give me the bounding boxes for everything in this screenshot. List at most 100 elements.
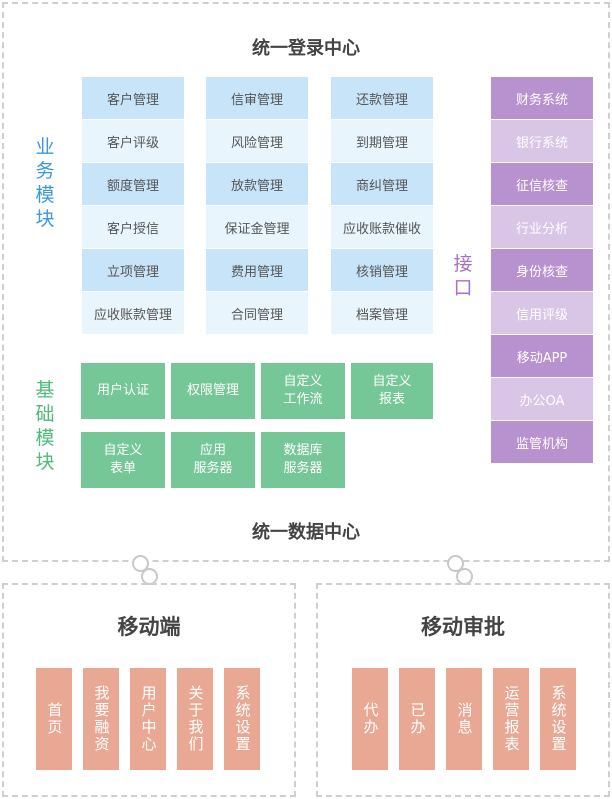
business-module-item-label: 立项管理	[106, 264, 159, 280]
interface-item: 财务系统	[491, 77, 593, 119]
mobile-item: 首页	[36, 668, 72, 770]
business-module-item: 还款管理	[331, 77, 433, 119]
link-icon	[132, 555, 158, 585]
base-module-item-label: 权限管理	[186, 383, 239, 398]
approval-item: 代办	[352, 668, 388, 770]
business-module-item-label: 风险管理	[230, 135, 283, 151]
approval-item-label: 运营报表	[502, 685, 521, 753]
business-module-item: 放款管理	[206, 163, 308, 205]
business-module-item: 商纠管理	[331, 163, 433, 205]
base-module-item: 自定义 表单	[81, 432, 165, 488]
mobile-item-label: 系统设置	[233, 685, 252, 753]
mobile-item-label: 用户中心	[139, 685, 158, 753]
business-module-item-label: 放款管理	[230, 178, 283, 194]
approval-item: 消息	[446, 668, 482, 770]
base-module-item: 应用 服务器	[171, 432, 255, 488]
interface-item-label: 信用评级	[515, 307, 568, 323]
business-module-item-label: 客户评级	[106, 135, 159, 151]
base-module-item: 自定义 工作流	[261, 363, 345, 419]
business-module-item: 档案管理	[331, 292, 433, 334]
business-module-item-label: 应收账款管理	[93, 307, 172, 323]
base-module-label: 基础模块	[34, 378, 56, 474]
interface-item-label: 行业分析	[515, 221, 568, 237]
base-module-item: 数据库 服务器	[261, 432, 345, 488]
base-module-item-label: 数据库 服务器	[283, 443, 323, 476]
business-module-item-label: 核销管理	[355, 264, 408, 280]
mobile-title: 移动端	[117, 615, 181, 639]
mobile-item-label: 关于我们	[186, 685, 205, 753]
base-module-item-label: 应用 服务器	[193, 443, 233, 476]
business-module-item-label: 应收账款催收	[342, 221, 421, 237]
interface-item: 信用评级	[491, 292, 593, 334]
base-module-item-label: 自定义 表单	[103, 443, 143, 476]
business-module-item-label: 客户管理	[106, 92, 159, 108]
interface-item-label: 身份核查	[515, 264, 568, 280]
business-module-item-label: 信审管理	[230, 92, 283, 108]
business-module-item: 客户授信	[82, 206, 184, 248]
business-module-item-label: 费用管理	[230, 264, 283, 280]
business-module-item: 合同管理	[206, 292, 308, 334]
interface-item-label: 办公OA	[519, 393, 565, 409]
approval-item-label: 代办	[361, 702, 380, 736]
base-module-item: 用户认证	[81, 363, 165, 419]
base-module-label-text: 基础模块	[35, 379, 55, 473]
mobile-item: 用户中心	[130, 668, 166, 770]
business-module-item: 应收账款管理	[82, 292, 184, 334]
mobile-item: 我要融资	[83, 668, 119, 770]
approval-frame	[316, 583, 610, 797]
business-module-item-label: 还款管理	[355, 92, 408, 108]
business-module-item: 到期管理	[331, 120, 433, 162]
business-module-item: 核销管理	[331, 249, 433, 291]
interface-item: 监管机构	[491, 421, 593, 463]
business-module-item: 客户管理	[82, 77, 184, 119]
interface-item-label: 监管机构	[515, 436, 568, 452]
mobile-item: 系统设置	[224, 668, 260, 770]
business-module-item-label: 商纠管理	[355, 178, 408, 194]
business-module-label: 业务模块	[34, 135, 56, 231]
approval-item: 已办	[399, 668, 435, 770]
interface-label-text: 接口	[453, 253, 473, 299]
business-module-item: 应收账款催收	[331, 206, 433, 248]
approval-item-label: 消息	[455, 702, 474, 736]
interface-item: 征信核查	[491, 163, 593, 205]
interface-item-label: 移动APP	[516, 350, 568, 366]
interface-item: 行业分析	[491, 206, 593, 248]
mobile-item: 关于我们	[177, 668, 213, 770]
mobile-item-label: 首页	[45, 702, 64, 736]
business-module-item: 保证金管理	[206, 206, 308, 248]
business-module-item: 风险管理	[206, 120, 308, 162]
platform-frame	[2, 2, 610, 562]
business-module-item-label: 额度管理	[106, 178, 159, 194]
base-module-item-label: 自定义 报表	[372, 374, 412, 407]
interface-item: 身份核查	[491, 249, 593, 291]
mobile-frame	[2, 583, 296, 797]
interface-item: 移动APP	[491, 335, 593, 377]
base-module-item: 自定义 报表	[351, 363, 433, 419]
approval-item: 系统设置	[540, 668, 576, 770]
login-center-title: 统一登录中心	[252, 38, 360, 59]
interface-item-label: 银行系统	[515, 135, 568, 151]
business-module-item-label: 客户授信	[106, 221, 159, 237]
approval-item-label: 已办	[408, 702, 427, 736]
base-module-item-label: 自定义 工作流	[283, 374, 323, 407]
business-module-item: 立项管理	[82, 249, 184, 291]
data-center-title: 统一数据中心	[252, 522, 360, 543]
interface-item: 办公OA	[491, 378, 593, 420]
business-module-item-label: 档案管理	[355, 307, 408, 323]
link-icon	[447, 555, 473, 585]
business-module-item: 额度管理	[82, 163, 184, 205]
business-module-item: 费用管理	[206, 249, 308, 291]
interface-item: 银行系统	[491, 120, 593, 162]
base-module-item: 权限管理	[171, 363, 255, 419]
business-module-item: 客户评级	[82, 120, 184, 162]
base-module-item-label: 用户认证	[96, 383, 149, 398]
business-module-label-text: 业务模块	[35, 136, 55, 230]
business-module-item-label: 保证金管理	[224, 221, 290, 237]
approval-item: 运营报表	[493, 668, 529, 770]
business-module-item-label: 到期管理	[355, 135, 408, 151]
approval-item-label: 系统设置	[549, 685, 568, 753]
mobile-item-label: 我要融资	[92, 685, 111, 753]
business-module-item-label: 合同管理	[230, 307, 283, 323]
business-module-item: 信审管理	[206, 77, 308, 119]
interface-item-label: 征信核查	[515, 178, 568, 194]
